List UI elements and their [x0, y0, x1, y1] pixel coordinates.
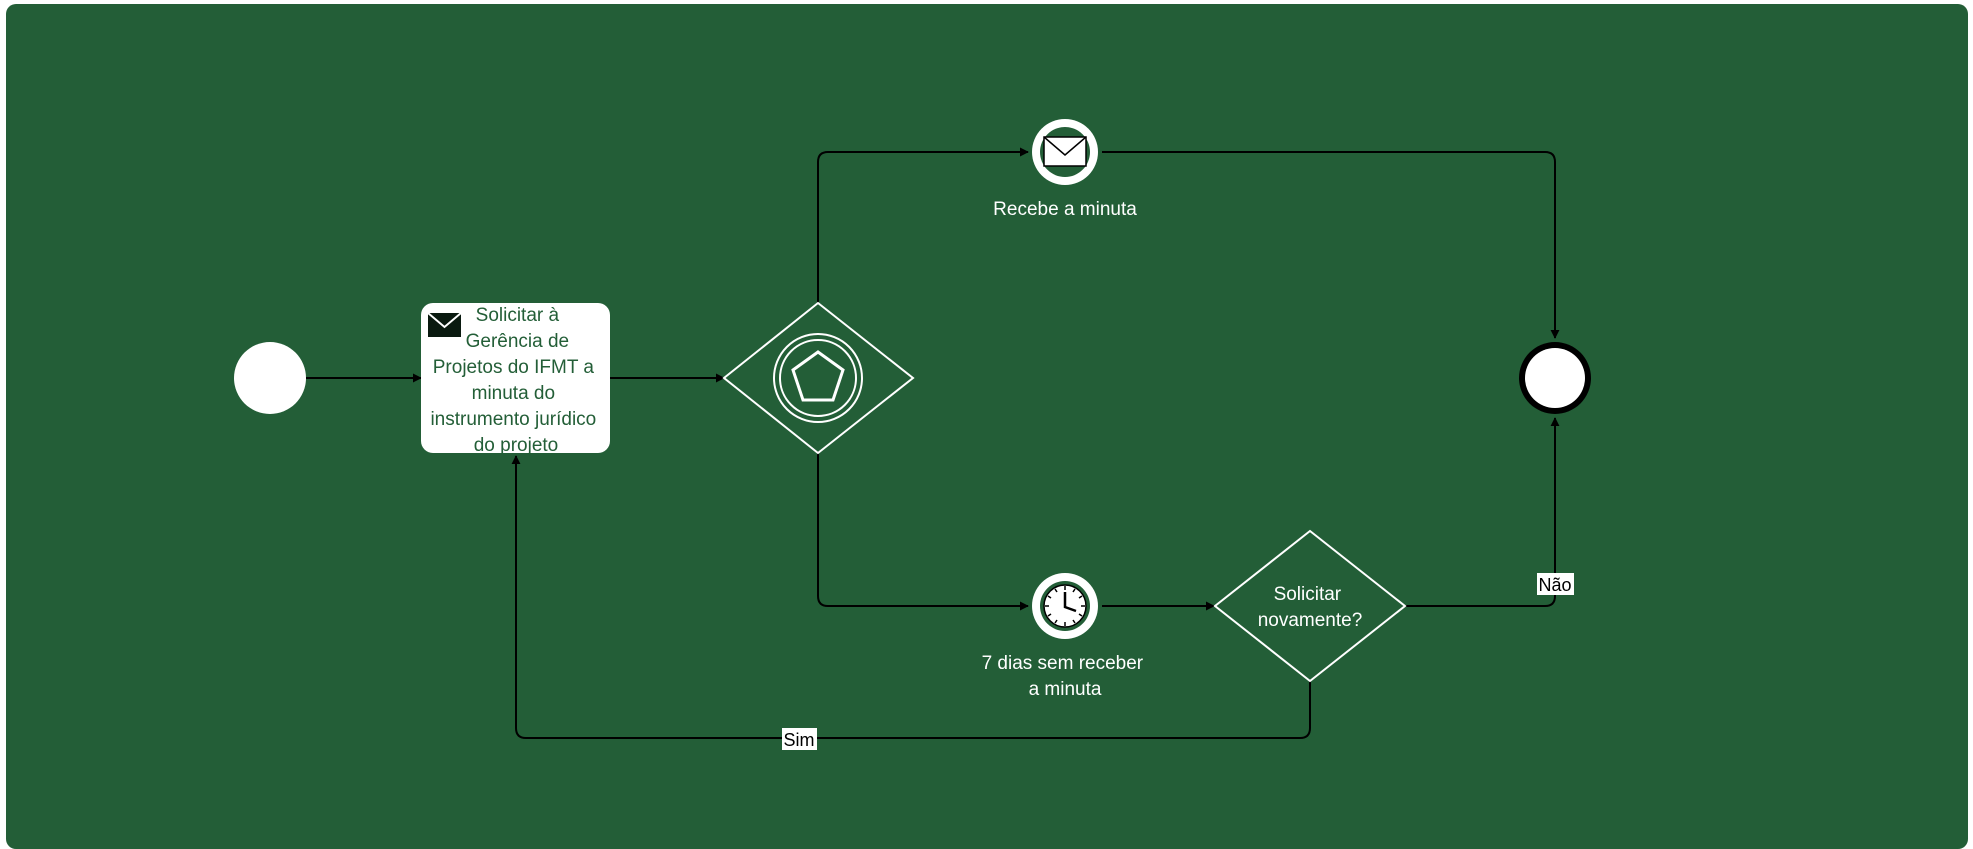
- event-timer-label-line: a minuta: [1029, 679, 1102, 700]
- gateway-label-line: novamente?: [1258, 610, 1363, 631]
- flow-decision-to-task[interactable]: [511, 455, 1311, 739]
- event-timer-7-days[interactable]: [1032, 573, 1098, 639]
- event-timer-label-line: 7 dias sem receber: [982, 653, 1144, 674]
- task-label-line: Solicitar à: [476, 305, 560, 326]
- flow-receive-to-end[interactable]: [1102, 151, 1560, 339]
- flow-decision-to-end[interactable]: [1405, 417, 1560, 607]
- start-event[interactable]: [234, 342, 306, 414]
- flow-label-yes: Sim: [782, 728, 817, 750]
- flow-gateway-to-timer[interactable]: [817, 453, 1029, 611]
- gateway-request-again-label: Solicitar novamente?: [1258, 584, 1363, 631]
- flow-label-no-text: Não: [1538, 575, 1571, 595]
- task-label-line: instrumento jurídico: [430, 409, 596, 430]
- gateway-request-again[interactable]: Solicitar novamente?: [1213, 529, 1407, 683]
- end-event[interactable]: [1519, 342, 1591, 414]
- envelope-icon: [427, 312, 462, 337]
- event-based-gateway[interactable]: [722, 301, 915, 455]
- flow-label-no: Não: [1537, 573, 1574, 595]
- event-timer-label: 7 dias sem receber a minuta: [982, 653, 1149, 700]
- gateway-label-line: Solicitar: [1274, 584, 1342, 605]
- pool-background: [6, 4, 1968, 849]
- event-receive-label: Recebe a minuta: [993, 199, 1137, 220]
- task-label-line: do projeto: [474, 435, 559, 456]
- task-label: Solicitar à Gerência de Projetos do IFMT…: [430, 305, 601, 456]
- flow-label-yes-text: Sim: [784, 730, 815, 750]
- pentagon-icon: [791, 350, 845, 402]
- clock-icon: [1043, 584, 1087, 628]
- task-label-line: Projetos do IFMT a: [433, 357, 595, 378]
- envelope-icon: [1043, 136, 1087, 167]
- task-request-draft[interactable]: Solicitar à Gerência de Projetos do IFMT…: [421, 303, 610, 456]
- flow-gateway-to-receive[interactable]: [817, 147, 1029, 303]
- task-label-line: Gerência de: [466, 331, 570, 352]
- task-label-line: minuta do: [472, 383, 555, 404]
- event-receive-draft[interactable]: [1032, 119, 1098, 185]
